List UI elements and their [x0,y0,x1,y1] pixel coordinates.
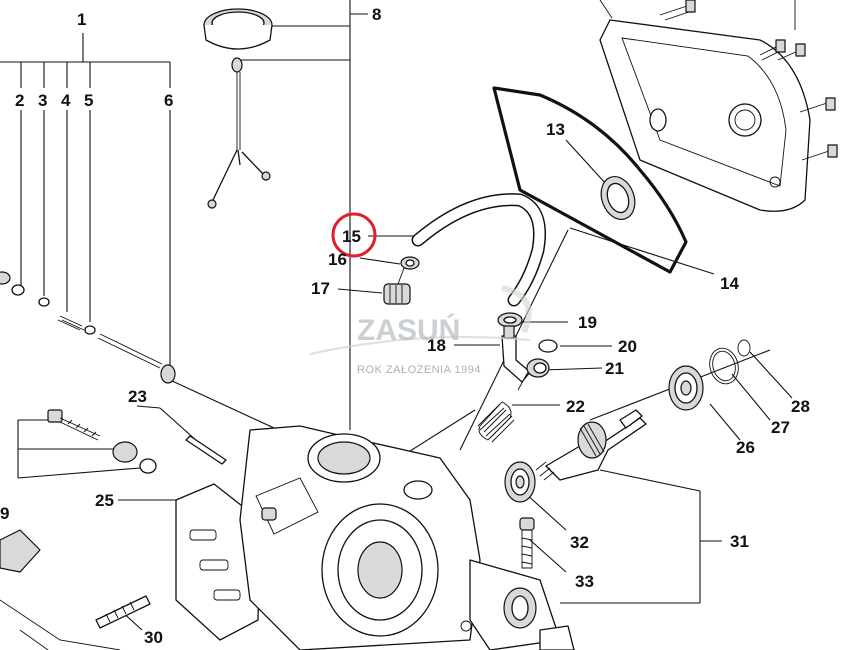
main-housing [0,425,575,650]
gear-shaft-31 [535,409,647,481]
guide-plate-25 [175,483,261,641]
callout-labels: 1 2 3 4 5 6 8 9 13 14 15 16 17 18 19 20 … [0,5,810,647]
watermark-tagline: ROK ZAŁOŻENIA 1994 [357,363,481,376]
clamp-16 [400,256,420,270]
callout-31: 31 [730,532,749,551]
callout-3: 3 [38,91,47,110]
spring-22 [477,401,515,443]
callout-30: 30 [144,628,163,647]
pin-23 [185,435,227,465]
callout-25: 25 [95,491,114,510]
knob-21 [517,358,550,391]
callout-26: 26 [736,438,755,457]
shaft-assembly [0,271,176,384]
callout-9: 9 [0,504,9,523]
seal-13 [600,176,636,220]
filter-17 [383,267,411,305]
part-9 [0,529,41,573]
callout-21: 21 [605,359,624,378]
callout-18: 18 [427,336,446,355]
callout-17: 17 [311,279,330,298]
cover-plate [599,0,838,212]
callout-20: 20 [618,337,637,356]
callout-16: 16 [328,250,347,269]
watermark-logo: ZASUŃ ROK ZAŁOŻENIA 1994 [309,285,532,376]
callout-2: 2 [15,91,24,110]
callout-6: 6 [164,91,173,110]
tripod-tool [207,57,271,209]
callout-19: 19 [578,313,597,332]
callout-13: 13 [546,120,565,139]
callout-5: 5 [84,91,93,110]
highlight-circle [331,212,377,258]
callout-27: 27 [771,418,790,437]
bolts-left [47,409,157,474]
callout-33: 33 [575,572,594,591]
callout-15: 15 [342,227,361,246]
bearing-26 [668,365,704,411]
oring-27 [709,347,739,385]
bolt-33 [519,517,535,569]
callout-4: 4 [61,91,71,110]
callout-1: 1 [77,10,86,29]
ring-28 [737,339,751,357]
gasket-14 [492,86,688,274]
stud-30 [95,595,151,629]
callout-14: 14 [720,274,739,293]
clamp-19 [497,312,523,328]
hose-15 [411,193,546,307]
callout-32: 32 [570,533,589,552]
seal-8 [203,8,273,50]
bearing-32 [504,461,536,503]
callout-22: 22 [566,397,585,416]
callout-23: 23 [128,387,147,406]
nut-20 [538,339,558,353]
callout-8: 8 [372,5,381,24]
callout-28: 28 [791,397,810,416]
watermark-brand: ZASUŃ [357,313,460,347]
valve-18 [501,325,531,383]
